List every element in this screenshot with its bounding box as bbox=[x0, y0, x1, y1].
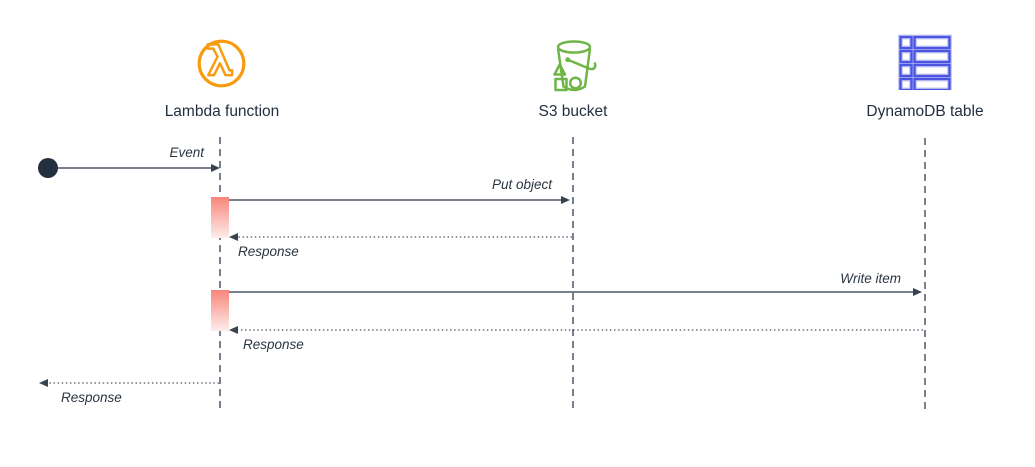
message-arrow-response-dynamodb bbox=[229, 326, 923, 334]
aws-lambda-icon bbox=[197, 39, 246, 88]
message-label-put-object: Put object bbox=[491, 177, 552, 192]
arrowhead bbox=[229, 326, 238, 334]
message-arrow-response-caller bbox=[39, 379, 219, 387]
message-label-write-item: Write item bbox=[840, 271, 901, 286]
message-arrow-write-item bbox=[229, 288, 922, 296]
activation-bar-1 bbox=[211, 197, 229, 238]
arrowhead bbox=[39, 379, 48, 387]
actor-label-s3: S3 bucket bbox=[538, 103, 608, 120]
message-arrow-response-s3 bbox=[229, 233, 572, 241]
aws-dynamodb-table-icon bbox=[898, 34, 952, 90]
message-arrow-put-object bbox=[229, 196, 570, 204]
arrowhead bbox=[913, 288, 922, 296]
arrowhead bbox=[229, 233, 238, 241]
message-label-response-2: Response bbox=[243, 337, 304, 352]
actor-label-lambda: Lambda function bbox=[164, 103, 280, 120]
message-label-response-1: Response bbox=[238, 244, 299, 259]
aws-s3-bucket-icon bbox=[553, 40, 597, 92]
arrowhead bbox=[561, 196, 570, 204]
message-label-event: Event bbox=[169, 145, 204, 160]
message-label-response-3: Response bbox=[61, 390, 122, 405]
message-arrow-event bbox=[58, 164, 220, 172]
activation-bar-2 bbox=[211, 290, 229, 331]
actor-label-dynamodb: DynamoDB table bbox=[866, 103, 984, 120]
s3-handle-dot bbox=[565, 57, 571, 63]
arrowhead bbox=[211, 164, 220, 172]
start-node-circle bbox=[38, 158, 58, 178]
